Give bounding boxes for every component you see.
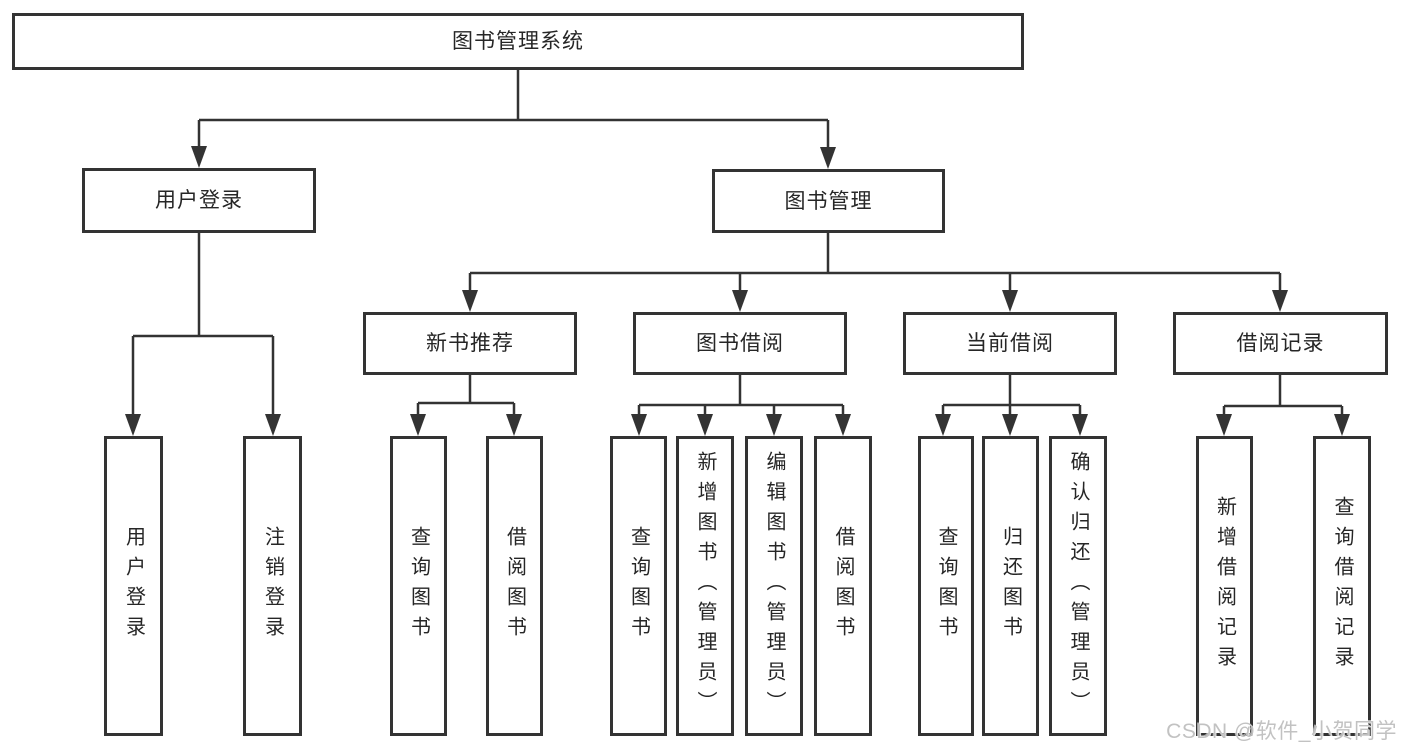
- leaf-confirm-return-admin: 确认归还（管理员）: [1049, 436, 1107, 736]
- node-label: 用户登录: [122, 526, 145, 646]
- leaf-add-borrow-record: 新增借阅记录: [1196, 436, 1253, 736]
- node-label: 图书管理: [784, 189, 873, 213]
- leaf-query-borrow-record: 查询借阅记录: [1313, 436, 1371, 736]
- node-label: 新书推荐: [426, 332, 514, 355]
- node-label: 注销登录: [261, 526, 284, 646]
- node-label: 编辑图书（管理员）: [763, 451, 785, 721]
- leaf-user-login: 用户登录: [104, 436, 163, 736]
- leaf-edit-books-admin: 编辑图书（管理员）: [745, 436, 803, 736]
- leaf-logout: 注销登录: [243, 436, 302, 736]
- node-borrow-records: 借阅记录: [1173, 312, 1388, 375]
- leaf-borrow-books: 借阅图书: [814, 436, 872, 736]
- node-current-borrow: 当前借阅: [903, 312, 1117, 375]
- leaf-query-books: 查询图书: [390, 436, 447, 736]
- node-label: 归还图书: [999, 526, 1022, 646]
- node-label: 借阅记录: [1236, 332, 1325, 355]
- node-label: 查询借阅记录: [1331, 496, 1353, 676]
- node-label: 查询图书: [407, 526, 430, 646]
- node-label: 查询图书: [935, 526, 957, 646]
- node-label: 用户登录: [155, 189, 243, 212]
- leaf-add-books-admin: 新增图书（管理员）: [676, 436, 734, 736]
- node-label: 新增图书（管理员）: [694, 451, 716, 721]
- leaf-return-books: 归还图书: [982, 436, 1039, 736]
- node-new-book-recommend: 新书推荐: [363, 312, 577, 375]
- leaf-borrow-books: 借阅图书: [486, 436, 543, 736]
- leaf-query-books: 查询图书: [918, 436, 974, 736]
- node-book-borrow: 图书借阅: [633, 312, 847, 375]
- csdn-watermark: CSDN @软件_小贺同学: [1166, 720, 1397, 743]
- node-user-login: 用户登录: [82, 168, 316, 233]
- leaf-query-books: 查询图书: [610, 436, 667, 736]
- node-label: 查询图书: [627, 526, 650, 646]
- node-label: 新增借阅记录: [1213, 496, 1236, 676]
- node-book-management: 图书管理: [712, 169, 945, 233]
- node-library-management-system: 图书管理系统: [12, 13, 1024, 70]
- node-label: 确认归还（管理员）: [1067, 451, 1089, 721]
- node-label: 借阅图书: [832, 526, 854, 646]
- node-label: 图书管理系统: [452, 30, 584, 53]
- node-label: 当前借阅: [966, 332, 1054, 355]
- node-label: 图书借阅: [696, 332, 784, 355]
- node-label: 借阅图书: [503, 526, 526, 646]
